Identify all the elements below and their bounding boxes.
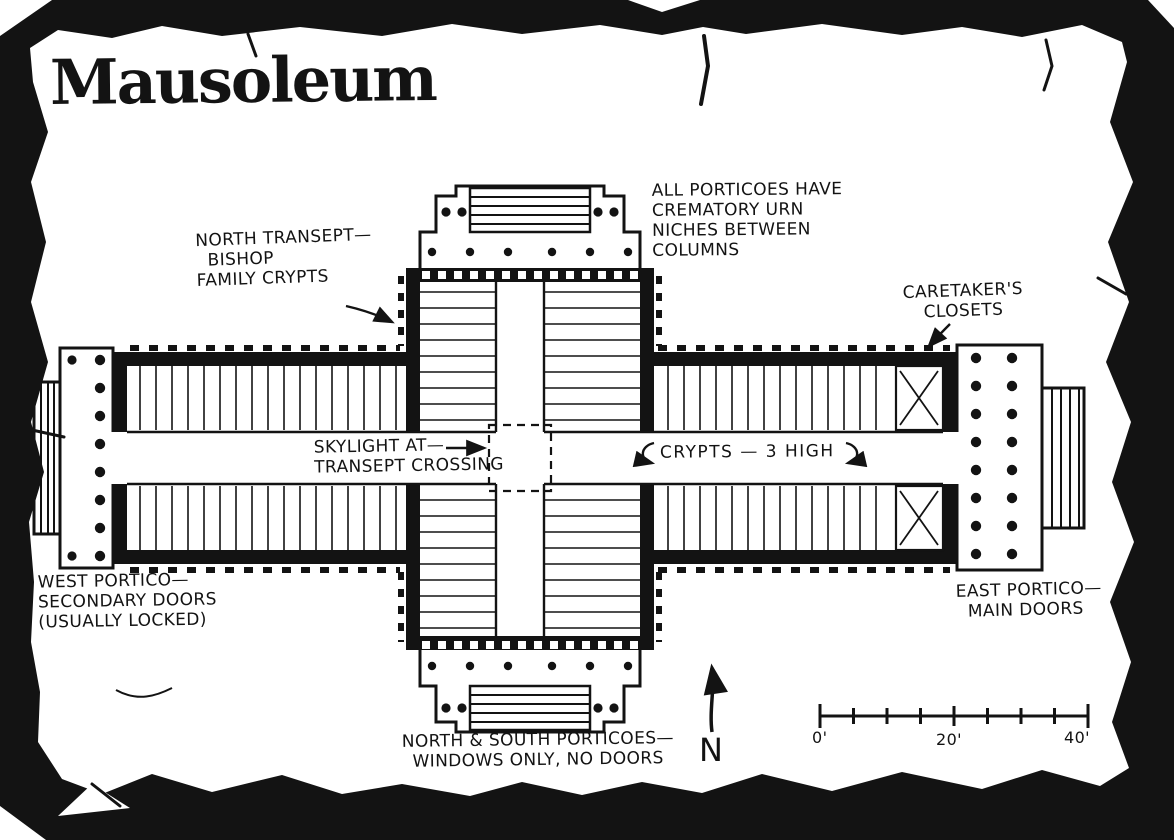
label-west-portico: WEST PORTICO— SECONDARY DOORS (USUALLY L… (37, 569, 218, 633)
west-portico-columns (67, 354, 106, 562)
west-door-opening (111, 432, 129, 484)
east-door-opening (941, 432, 959, 484)
label-north-south-porticoes: NORTH & SOUTH PORTICOES— WINDOWS ONLY, N… (401, 728, 675, 772)
east-portico-columns (970, 352, 1018, 560)
annotation-arrows (115, 304, 951, 733)
closet-x-marks (899, 370, 939, 546)
south-portico-columns (427, 661, 633, 713)
label-crypts-3-high: CRYPTS — 3 HIGH (659, 441, 835, 463)
map-title: Mausoleum (49, 41, 437, 120)
east-portico (955, 343, 1086, 572)
caretaker-arrow-icon (926, 323, 951, 349)
label-porticoes-note: ALL PORTICOES HAVE CREMATORY URN NICHES … (651, 179, 843, 261)
crypts-curved-arrow-right-icon (844, 441, 868, 468)
scale-bar (818, 704, 1090, 728)
caretaker-closets (894, 364, 945, 552)
label-east-portico: EAST PORTICO— MAIN DOORS (955, 578, 1102, 622)
label-skylight: SKYLIGHT AT— TRANSEPT CROSSING (313, 435, 505, 478)
crypts-curved-arrow-left-icon (632, 441, 656, 468)
west-portico-stairs (40, 382, 55, 534)
stray-pen-mark (115, 687, 173, 698)
scale-label-mid: 20' (936, 730, 962, 749)
north-portico (418, 184, 642, 268)
west-portico (32, 346, 115, 570)
north-compass-arrow-icon (703, 663, 728, 733)
north-portico-stairs (470, 196, 590, 225)
label-caretakers-closets: CARETAKER'S CLOSETS (902, 278, 1024, 323)
compass-north-label: N (699, 731, 723, 769)
border-cracks (30, 32, 1128, 808)
north-transept-arrow-icon (345, 304, 395, 324)
skylight-dashed-outline (487, 423, 553, 493)
south-portico-stairs (470, 694, 590, 723)
scale-label-start: 0' (812, 728, 828, 747)
exterior-niche-dashes (130, 276, 950, 642)
east-portico-stairs (1051, 388, 1080, 528)
label-north-transept: NORTH TRANSEPT— BISHOP FAMILY CRYPTS (194, 224, 372, 291)
window-niche-ticks (422, 271, 638, 649)
south-portico (418, 650, 642, 734)
scale-label-end: 40' (1064, 728, 1090, 747)
corridors (111, 282, 959, 636)
corridor-edges (127, 282, 943, 636)
scale-bar-ticks (818, 704, 1090, 728)
north-portico-columns (427, 207, 633, 257)
